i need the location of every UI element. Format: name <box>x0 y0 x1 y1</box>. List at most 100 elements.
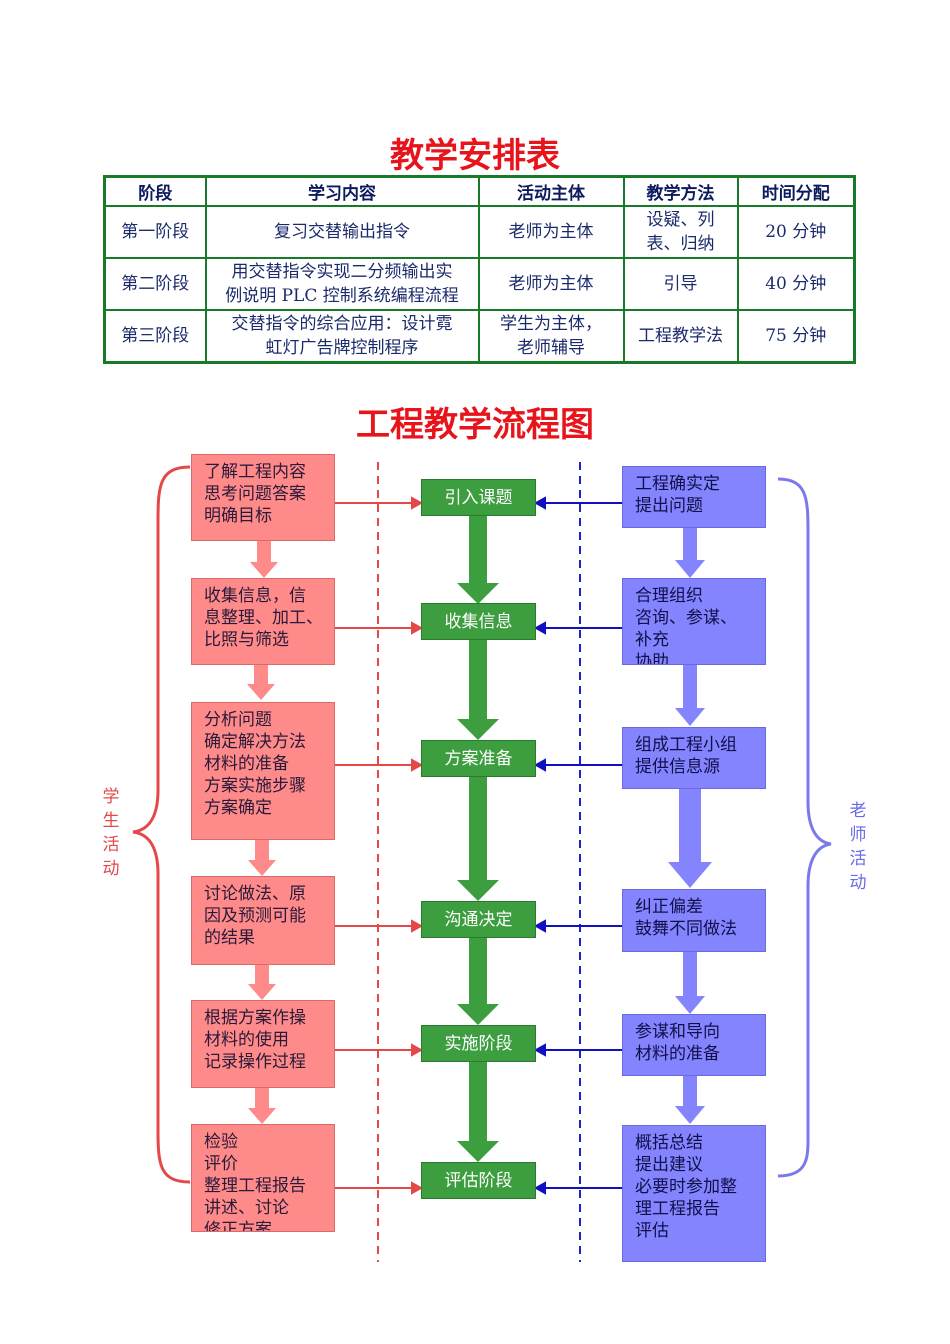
student-box-collect: 收集信息，信 息整理、加工、 比照与筛选 <box>191 578 335 665</box>
label-char: 老 <box>849 801 867 821</box>
label-char: 活 <box>849 849 867 869</box>
cell-line: 交替指令的综合应用：设计霓 <box>231 314 453 334</box>
box-line: 理工程报告 <box>635 1199 720 1219</box>
box-line: 参谋和导向 <box>635 1022 720 1042</box>
teacher-down-arrow <box>675 528 705 578</box>
teacher-down-arrow <box>675 665 705 726</box>
student-down-arrow <box>250 541 278 578</box>
table-row: 第一阶段 复习交替输出指令 老师为主体 设疑、列表、归纳 20 分钟 <box>103 205 856 259</box>
box-line: 材料的准备 <box>204 754 289 774</box>
box-line: 工程确实定 <box>635 474 720 494</box>
label-char: 学 <box>102 787 120 807</box>
student-box-decide: 讨论做法、原 因及预测可能 的结果 <box>191 876 335 965</box>
box-line: 评价 <box>204 1154 238 1174</box>
center-step-intro: 引入课题 <box>421 479 536 516</box>
center-down-arrow <box>457 640 499 740</box>
student-arrowhead <box>411 1181 424 1195</box>
cell-method: 引导 <box>622 257 739 311</box>
box-line: 必要时参加整 <box>635 1177 737 1197</box>
box-line: 协助 <box>635 652 669 665</box>
cell-content: 用交替指令实现二分频输出实例说明 PLC 控制系统编程流程 <box>204 257 480 311</box>
cell-content: 复习交替输出指令 <box>204 205 480 259</box>
box-line: 修正方案 <box>204 1220 272 1232</box>
label-char: 活 <box>102 835 120 855</box>
box-line: 的结果 <box>204 928 255 948</box>
cell-stage: 第一阶段 <box>103 205 207 259</box>
box-line: 思考问题答案 <box>204 484 306 504</box>
center-down-arrow <box>457 1062 499 1162</box>
label-char: 动 <box>102 859 120 879</box>
student-down-arrow <box>248 965 276 1000</box>
box-line: 合理组织 <box>635 586 703 606</box>
box-line: 补充 <box>635 630 669 650</box>
box-line: 整理工程报告 <box>204 1176 306 1196</box>
cell-line: 用交替指令实现二分频输出实 <box>231 262 453 282</box>
center-step-collect: 收集信息 <box>421 603 536 640</box>
header-subject: 活动主体 <box>477 175 625 207</box>
center-step-implement: 实施阶段 <box>421 1025 536 1062</box>
schedule-table: 阶段 学习内容 活动主体 教学方法 时间分配 第一阶段 复习交替输出指令 老师为… <box>103 175 856 364</box>
student-right-arrows <box>334 496 424 1195</box>
box-line: 讨论做法、原 <box>204 884 306 904</box>
student-arrowhead <box>411 758 424 772</box>
student-arrowhead <box>411 1043 424 1057</box>
student-down-arrow <box>247 665 275 700</box>
cell-line: 引导 <box>663 274 698 294</box>
student-box-plan: 分析问题 确定解决方法 材料的准备 方案实施步骤 方案确定 <box>191 702 335 840</box>
cell-subject: 老师为主体 <box>477 205 625 259</box>
table-row: 第三阶段 交替指令的综合应用：设计霓虹灯广告牌控制程序 学生为主体，老师辅导 工… <box>103 309 856 364</box>
cell-stage: 第三阶段 <box>103 309 207 364</box>
cell-line: 工程教学法 <box>638 326 723 346</box>
teacher-arrowhead <box>533 496 546 510</box>
teacher-box-decide: 纠正偏差 鼓舞不同做法 <box>622 889 766 952</box>
box-line: 因及预测可能 <box>204 906 306 926</box>
teacher-box-plan: 组成工程小组 提供信息源 <box>622 727 766 789</box>
teacher-down-arrow <box>675 952 705 1014</box>
cell-line: 表、归纳 <box>646 234 715 254</box>
teacher-arrowhead <box>533 919 546 933</box>
student-arrowhead <box>411 496 424 510</box>
student-brace <box>132 465 191 1184</box>
box-line: 分析问题 <box>204 710 272 730</box>
box-line: 概括总结 <box>635 1133 703 1153</box>
cell-method: 工程教学法 <box>622 309 739 364</box>
box-line: 了解工程内容 <box>204 462 306 482</box>
cell-subject: 学生为主体，老师辅导 <box>477 309 625 364</box>
label-char: 生 <box>102 811 120 831</box>
center-down-arrow <box>457 938 499 1025</box>
student-down-arrows <box>247 541 278 1124</box>
center-down-arrow <box>457 777 499 901</box>
teacher-arrowhead <box>533 621 546 635</box>
box-line: 息整理、加工、 <box>204 608 323 628</box>
cell-line: 设疑、列 <box>646 210 715 230</box>
teacher-left-arrows <box>533 496 622 1195</box>
cell-subject: 老师为主体 <box>477 257 625 311</box>
flow-title: 工程教学流程图 <box>356 405 594 445</box>
box-line: 方案确定 <box>204 798 272 818</box>
box-line: 材料的准备 <box>635 1044 720 1064</box>
teacher-down-arrow <box>668 789 712 888</box>
box-line: 提供信息源 <box>635 757 720 777</box>
cell-line: 老师辅导 <box>517 338 585 358</box>
box-line: 评估 <box>635 1221 669 1241</box>
box-line: 收集信息，信 <box>204 586 306 606</box>
teacher-down-arrow <box>675 1076 705 1124</box>
teacher-arrowhead <box>533 1043 546 1057</box>
label-char: 师 <box>849 825 867 845</box>
label-char: 动 <box>849 873 867 893</box>
cell-line: 老师为主体 <box>508 274 594 294</box>
teacher-arrowhead <box>533 1181 546 1195</box>
teacher-box-collect: 合理组织 咨询、参谋、 补充 协助 <box>622 578 766 665</box>
box-line: 提出问题 <box>635 496 703 516</box>
student-arrowhead <box>411 919 424 933</box>
student-activity-label: 学 生 活 动 <box>100 785 122 881</box>
teacher-arrowhead <box>533 758 546 772</box>
center-down-arrow <box>457 516 499 604</box>
box-line: 明确目标 <box>204 506 272 526</box>
cell-time: 40 分钟 <box>736 257 856 311</box>
box-line: 讲述、讨论 <box>204 1198 289 1218</box>
schedule-title: 教学安排表 <box>390 136 560 176</box>
box-line: 根据方案作操 <box>204 1008 306 1028</box>
student-down-arrow <box>248 840 276 876</box>
cell-line: 老师为主体 <box>508 222 594 242</box>
